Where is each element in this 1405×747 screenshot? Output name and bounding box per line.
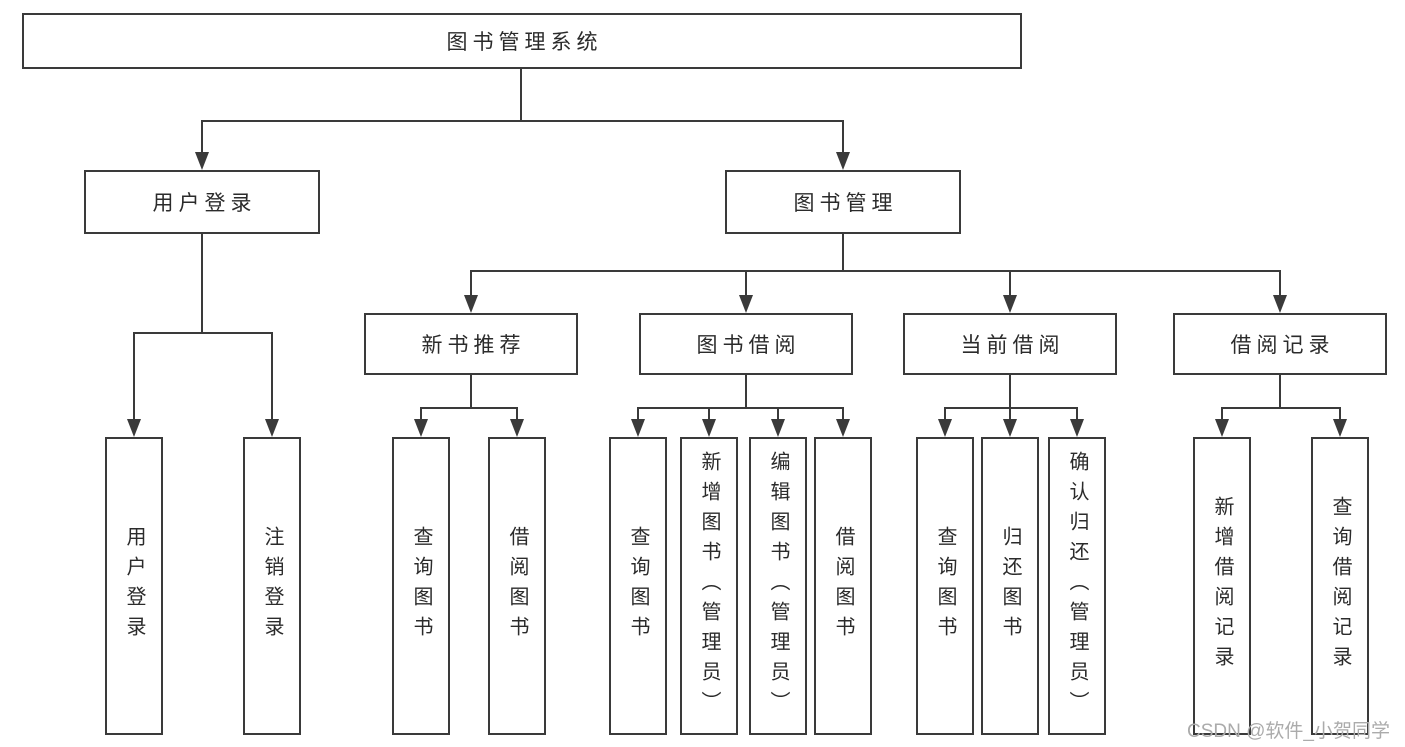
node-root-library-system: 图书管理系统 [22, 13, 1022, 69]
connector-line [1221, 407, 1341, 409]
connector-line [1221, 407, 1223, 420]
leaf-user-login: 用户登录 [105, 437, 163, 735]
connector-line [133, 332, 135, 420]
leaf-label: 借阅图书 [832, 526, 854, 646]
connector-line [520, 68, 522, 122]
connector-line [842, 407, 844, 420]
leaf-current-return-books: 归还图书 [981, 437, 1039, 735]
leaf-label: 查询借阅记录 [1329, 496, 1351, 676]
leaf-current-query-books: 查询图书 [916, 437, 974, 735]
arrow-down-icon [1273, 295, 1287, 313]
leaf-recommend-query-books: 查询图书 [392, 437, 450, 735]
leaf-label: 新增图书（管理员） [698, 451, 720, 721]
leaf-label: 新增借阅记录 [1211, 496, 1233, 676]
connector-line [708, 407, 710, 420]
connector-line [202, 120, 844, 122]
node-new-book-recommend: 新书推荐 [364, 313, 578, 375]
node-label: 图书借阅 [696, 334, 801, 357]
arrow-down-icon [1003, 419, 1017, 437]
connector-line [470, 270, 472, 296]
connector-line [944, 407, 1078, 409]
connector-line [637, 407, 844, 409]
node-label: 图书管理 [793, 192, 898, 215]
connector-line [420, 407, 518, 409]
arrow-down-icon [1070, 419, 1084, 437]
arrow-down-icon [127, 419, 141, 437]
leaf-records-query-record: 查询借阅记录 [1311, 437, 1369, 735]
arrow-down-icon [414, 419, 428, 437]
node-label: 新书推荐 [421, 334, 526, 357]
connector-line [201, 120, 203, 153]
leaf-label: 借阅图书 [506, 526, 528, 646]
connector-line [271, 332, 273, 420]
arrow-down-icon [265, 419, 279, 437]
connector-line [133, 332, 273, 334]
connector-line [944, 407, 946, 420]
connector-line [1076, 407, 1078, 420]
connector-line [842, 120, 844, 153]
connector-line [470, 375, 472, 408]
arrow-down-icon [1215, 419, 1229, 437]
arrow-down-icon [836, 152, 850, 170]
arrow-down-icon [771, 419, 785, 437]
leaf-label: 查询图书 [410, 526, 432, 646]
node-current-borrow: 当前借阅 [903, 313, 1117, 375]
arrow-down-icon [1003, 295, 1017, 313]
leaf-logout: 注销登录 [243, 437, 301, 735]
leaf-label: 查询图书 [934, 526, 956, 646]
leaf-records-add-record: 新增借阅记录 [1193, 437, 1251, 735]
connector-line [201, 234, 203, 334]
arrow-down-icon [702, 419, 716, 437]
node-borrow-records: 借阅记录 [1173, 313, 1387, 375]
node-label: 借阅记录 [1230, 334, 1335, 357]
leaf-borrow-add-books-admin: 新增图书（管理员） [680, 437, 738, 735]
leaf-recommend-borrow-books: 借阅图书 [488, 437, 546, 735]
connector-line [745, 375, 747, 408]
leaf-borrow-borrow-books: 借阅图书 [814, 437, 872, 735]
leaf-current-confirm-return-admin: 确认归还（管理员） [1048, 437, 1106, 735]
arrow-down-icon [739, 295, 753, 313]
arrow-down-icon [938, 419, 952, 437]
connector-line [842, 234, 844, 272]
leaf-label: 确认归还（管理员） [1066, 451, 1088, 721]
connector-line [470, 270, 1281, 272]
connector-line [745, 270, 747, 296]
leaf-label: 归还图书 [999, 526, 1021, 646]
connector-line [516, 407, 518, 420]
leaf-label: 查询图书 [627, 526, 649, 646]
node-book-borrow: 图书借阅 [639, 313, 853, 375]
node-book-management: 图书管理 [725, 170, 961, 234]
node-label: 图书管理系统 [446, 31, 603, 54]
leaf-label: 用户登录 [123, 526, 145, 646]
connector-line [1009, 375, 1011, 408]
leaf-label: 编辑图书（管理员） [767, 451, 789, 721]
connector-line [637, 407, 639, 420]
csdn-watermark: CSDN @软件_小贺同学 [1187, 721, 1390, 742]
arrow-down-icon [836, 419, 850, 437]
connector-line [1279, 270, 1281, 296]
connector-line [1009, 270, 1011, 296]
connector-line [777, 407, 779, 420]
leaf-borrow-query-books: 查询图书 [609, 437, 667, 735]
arrow-down-icon [195, 152, 209, 170]
arrow-down-icon [1333, 419, 1347, 437]
connector-line [1279, 375, 1281, 408]
connector-line [420, 407, 422, 420]
leaf-borrow-edit-books-admin: 编辑图书（管理员） [749, 437, 807, 735]
arrow-down-icon [510, 419, 524, 437]
node-label: 当前借阅 [960, 334, 1065, 357]
node-label: 用户登录 [152, 192, 257, 215]
arrow-down-icon [631, 419, 645, 437]
leaf-label: 注销登录 [261, 526, 283, 646]
connector-line [1009, 407, 1011, 420]
arrow-down-icon [464, 295, 478, 313]
connector-line [1339, 407, 1341, 420]
node-user-login: 用户登录 [84, 170, 320, 234]
